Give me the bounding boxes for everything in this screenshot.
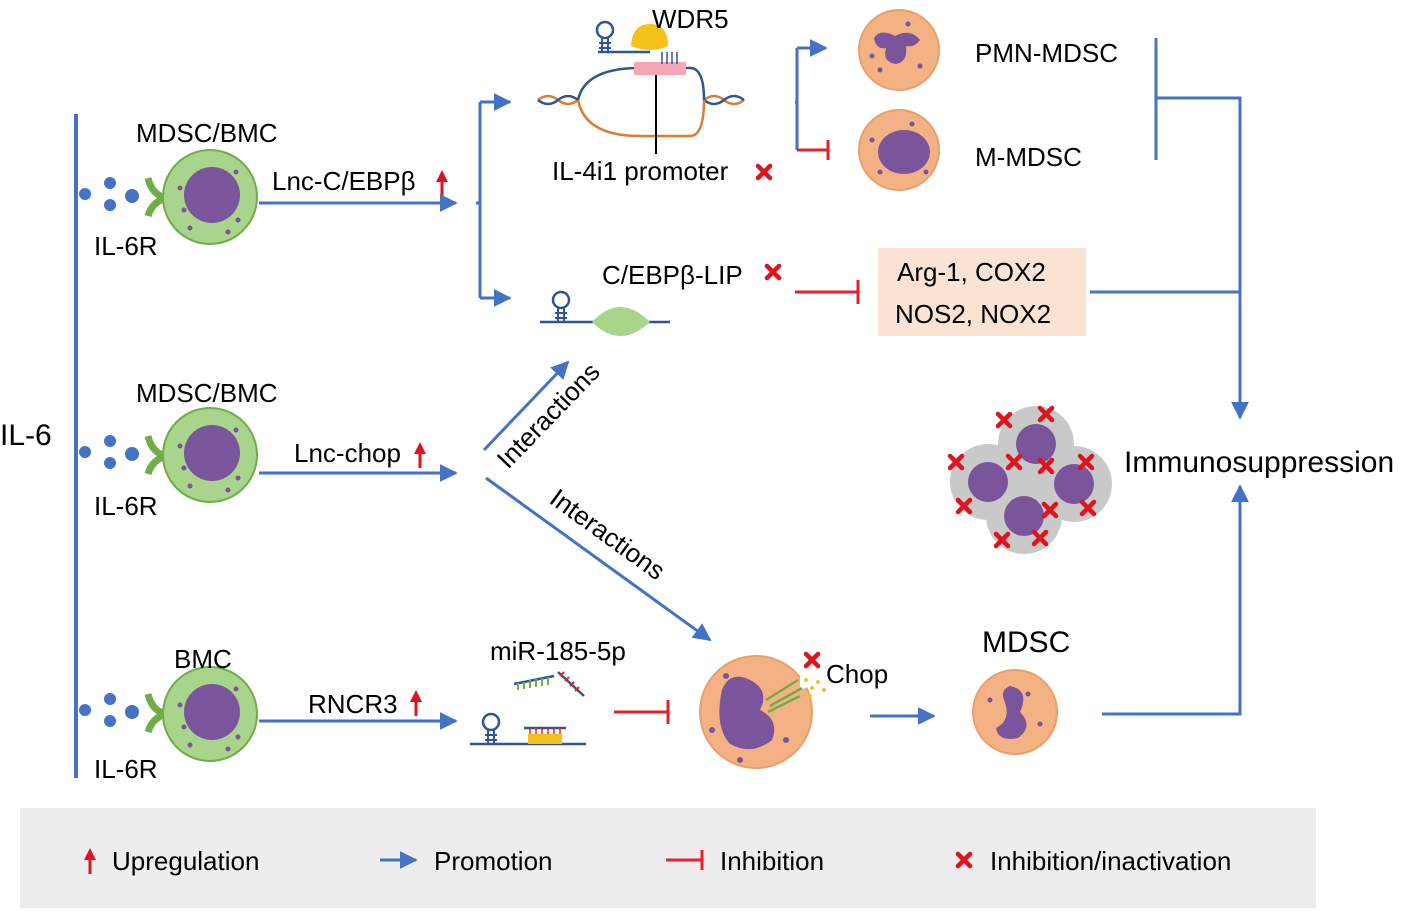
pmn-mdsc-label: PMN-MDSC <box>975 38 1118 68</box>
row1-cell-label: MDSC/BMC <box>136 118 278 148</box>
mdsc-cell <box>972 669 1058 755</box>
chop-cell <box>699 655 826 769</box>
gene-box-line2: NOS2, NOX2 <box>895 299 1051 329</box>
row3-cell-label: BMC <box>174 644 232 674</box>
pmn-mdsc-cell <box>858 9 940 91</box>
gene-box <box>878 248 1086 336</box>
legend-inhibition-label: Inhibition <box>720 846 824 876</box>
mdsc-to-immuno-path <box>1102 484 1249 716</box>
interactions-lower-arrow <box>485 476 712 642</box>
m-mdsc-cell <box>858 109 940 191</box>
mirna-sponge <box>470 671 586 746</box>
legend-promotion-label: Promotion <box>434 846 553 876</box>
wdr5-label: WDR5 <box>652 4 729 34</box>
row2-cell-label: MDSC/BMC <box>136 378 278 408</box>
promoter-inactivation-icon <box>758 166 770 178</box>
legend-upregulation-label: Upregulation <box>112 846 259 876</box>
chop-inactivation-icon <box>806 654 818 666</box>
lip-complex <box>540 290 670 336</box>
row2-upregulation-icon <box>412 440 428 470</box>
mirna-label: miR-185-5p <box>490 636 626 666</box>
m-mdsc-label: M-MDSC <box>975 142 1082 172</box>
lip-inactivation-icon <box>767 266 779 278</box>
legend-inhibition-icon <box>666 850 704 870</box>
row2-cell <box>79 407 258 503</box>
legend-panel <box>20 808 1316 908</box>
row1-cell <box>79 149 258 245</box>
immunosuppression-label: Immunosuppression <box>1124 446 1394 479</box>
branch-bracket <box>476 102 482 298</box>
gene-box-line1: Arg-1, COX2 <box>897 257 1046 287</box>
top-to-immuno-path <box>1156 96 1249 420</box>
chop-label: Chop <box>826 659 888 689</box>
promoter-dna-complex <box>537 20 745 154</box>
mdsc-label: MDSC <box>982 626 1070 659</box>
row1-receptor-label: IL-6R <box>94 231 158 261</box>
row3-receptor-label: IL-6R <box>94 754 158 784</box>
legend-inactivation-label: Inhibition/inactivation <box>990 846 1231 876</box>
row3-cell <box>79 666 258 762</box>
interactions-upper-arrow <box>482 360 570 452</box>
row2-receptor-label: IL-6R <box>94 491 158 521</box>
row1-lnc-label: Lnc-C/EBPβ <box>272 166 416 196</box>
row1-upregulation-icon <box>434 168 450 198</box>
pmn-m-split <box>795 48 799 150</box>
il6-label: IL-6 <box>0 419 52 452</box>
row3-upregulation-icon <box>408 688 424 718</box>
promoter-label: IL-4i1 promoter <box>552 156 729 186</box>
interactions-upper-label: Interactions <box>491 357 606 475</box>
lip-label: C/EBPβ-LIP <box>602 260 743 290</box>
inactivated-cell-cluster <box>950 406 1112 554</box>
row2-lnc-label: Lnc-chop <box>294 438 401 468</box>
row3-lnc-label: RNCR3 <box>308 689 398 719</box>
